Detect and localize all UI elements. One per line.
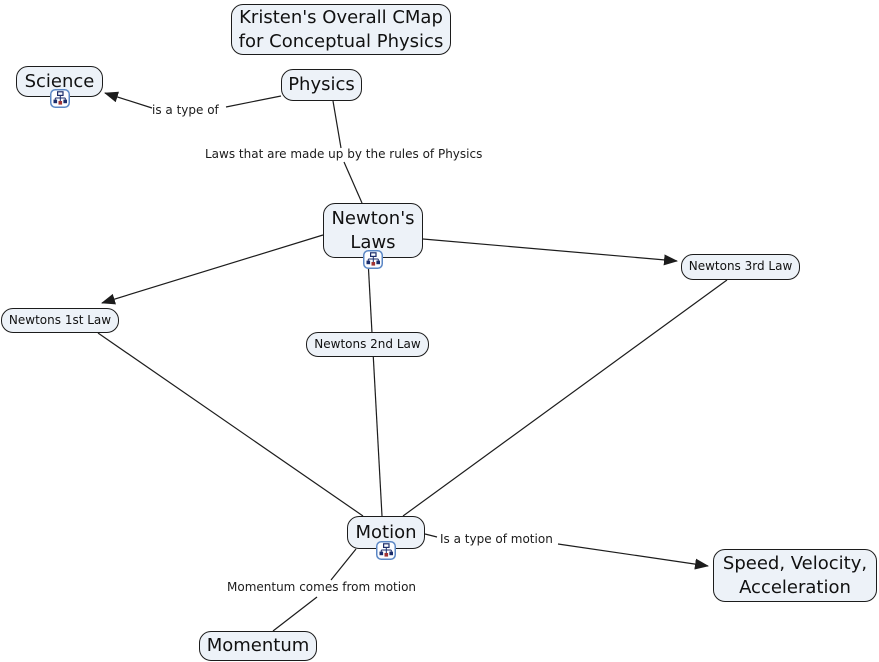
connection-line-is-a-type-of-motion-to-speed-velocity-acceleration[interactable] bbox=[557, 543, 709, 570]
linking-phrase-is-a-type-of-motion[interactable]: Is a type of motion bbox=[440, 532, 553, 546]
linking-phrase-is-a-type-of[interactable]: is a type of bbox=[152, 103, 219, 117]
connection-line-newtons-laws-to-newtons-1st-law[interactable] bbox=[101, 234, 324, 305]
submap-icon-motion[interactable] bbox=[376, 541, 396, 560]
connection-line-newtons-laws-to-motion[interactable] bbox=[367, 259, 383, 517]
connection-line-motion-to-momentum-comes-from-motion[interactable] bbox=[330, 548, 357, 581]
node-momentum[interactable]: Momentum bbox=[199, 631, 317, 661]
connection-line-newtons-laws-to-newtons-3rd-law[interactable] bbox=[422, 238, 678, 266]
connection-line-motion-to-is-a-type-of-motion[interactable] bbox=[424, 533, 438, 538]
connection-line-physics-to-is-a-type-of[interactable] bbox=[225, 95, 282, 108]
submap-icon-newtons-laws[interactable] bbox=[363, 250, 383, 269]
connection-line-newtons-3rd-law-to-motion[interactable] bbox=[402, 279, 728, 517]
linking-phrase-laws-made-up-by-rules[interactable]: Laws that are made up by the rules of Ph… bbox=[205, 147, 483, 161]
node-newtons-2nd-law[interactable]: Newtons 2nd Law bbox=[306, 332, 429, 357]
connection-line-momentum-comes-from-motion-to-momentum[interactable] bbox=[272, 596, 318, 632]
node-physics[interactable]: Physics bbox=[281, 69, 362, 101]
connection-line-newtons-1st-law-to-motion[interactable] bbox=[97, 332, 364, 517]
connection-line-is-a-type-of-to-science[interactable] bbox=[104, 91, 153, 109]
node-title[interactable]: Kristen's Overall CMap for Conceptual Ph… bbox=[231, 4, 451, 55]
node-newtons-3rd-law[interactable]: Newtons 3rd Law bbox=[681, 254, 800, 280]
node-newtons-laws[interactable]: Newton's Laws bbox=[323, 203, 423, 258]
node-newtons-1st-law[interactable]: Newtons 1st Law bbox=[1, 308, 119, 333]
connection-line-laws-made-up-by-rules-to-newtons-laws[interactable] bbox=[343, 161, 363, 204]
submap-icon-science[interactable] bbox=[49, 89, 70, 108]
connection-line-physics-to-laws-made-up-by-rules[interactable] bbox=[332, 100, 342, 149]
linking-phrase-momentum-comes-from-motion[interactable]: Momentum comes from motion bbox=[227, 580, 417, 594]
node-speed-velocity-acceleration[interactable]: Speed, Velocity, Acceleration bbox=[713, 549, 877, 602]
